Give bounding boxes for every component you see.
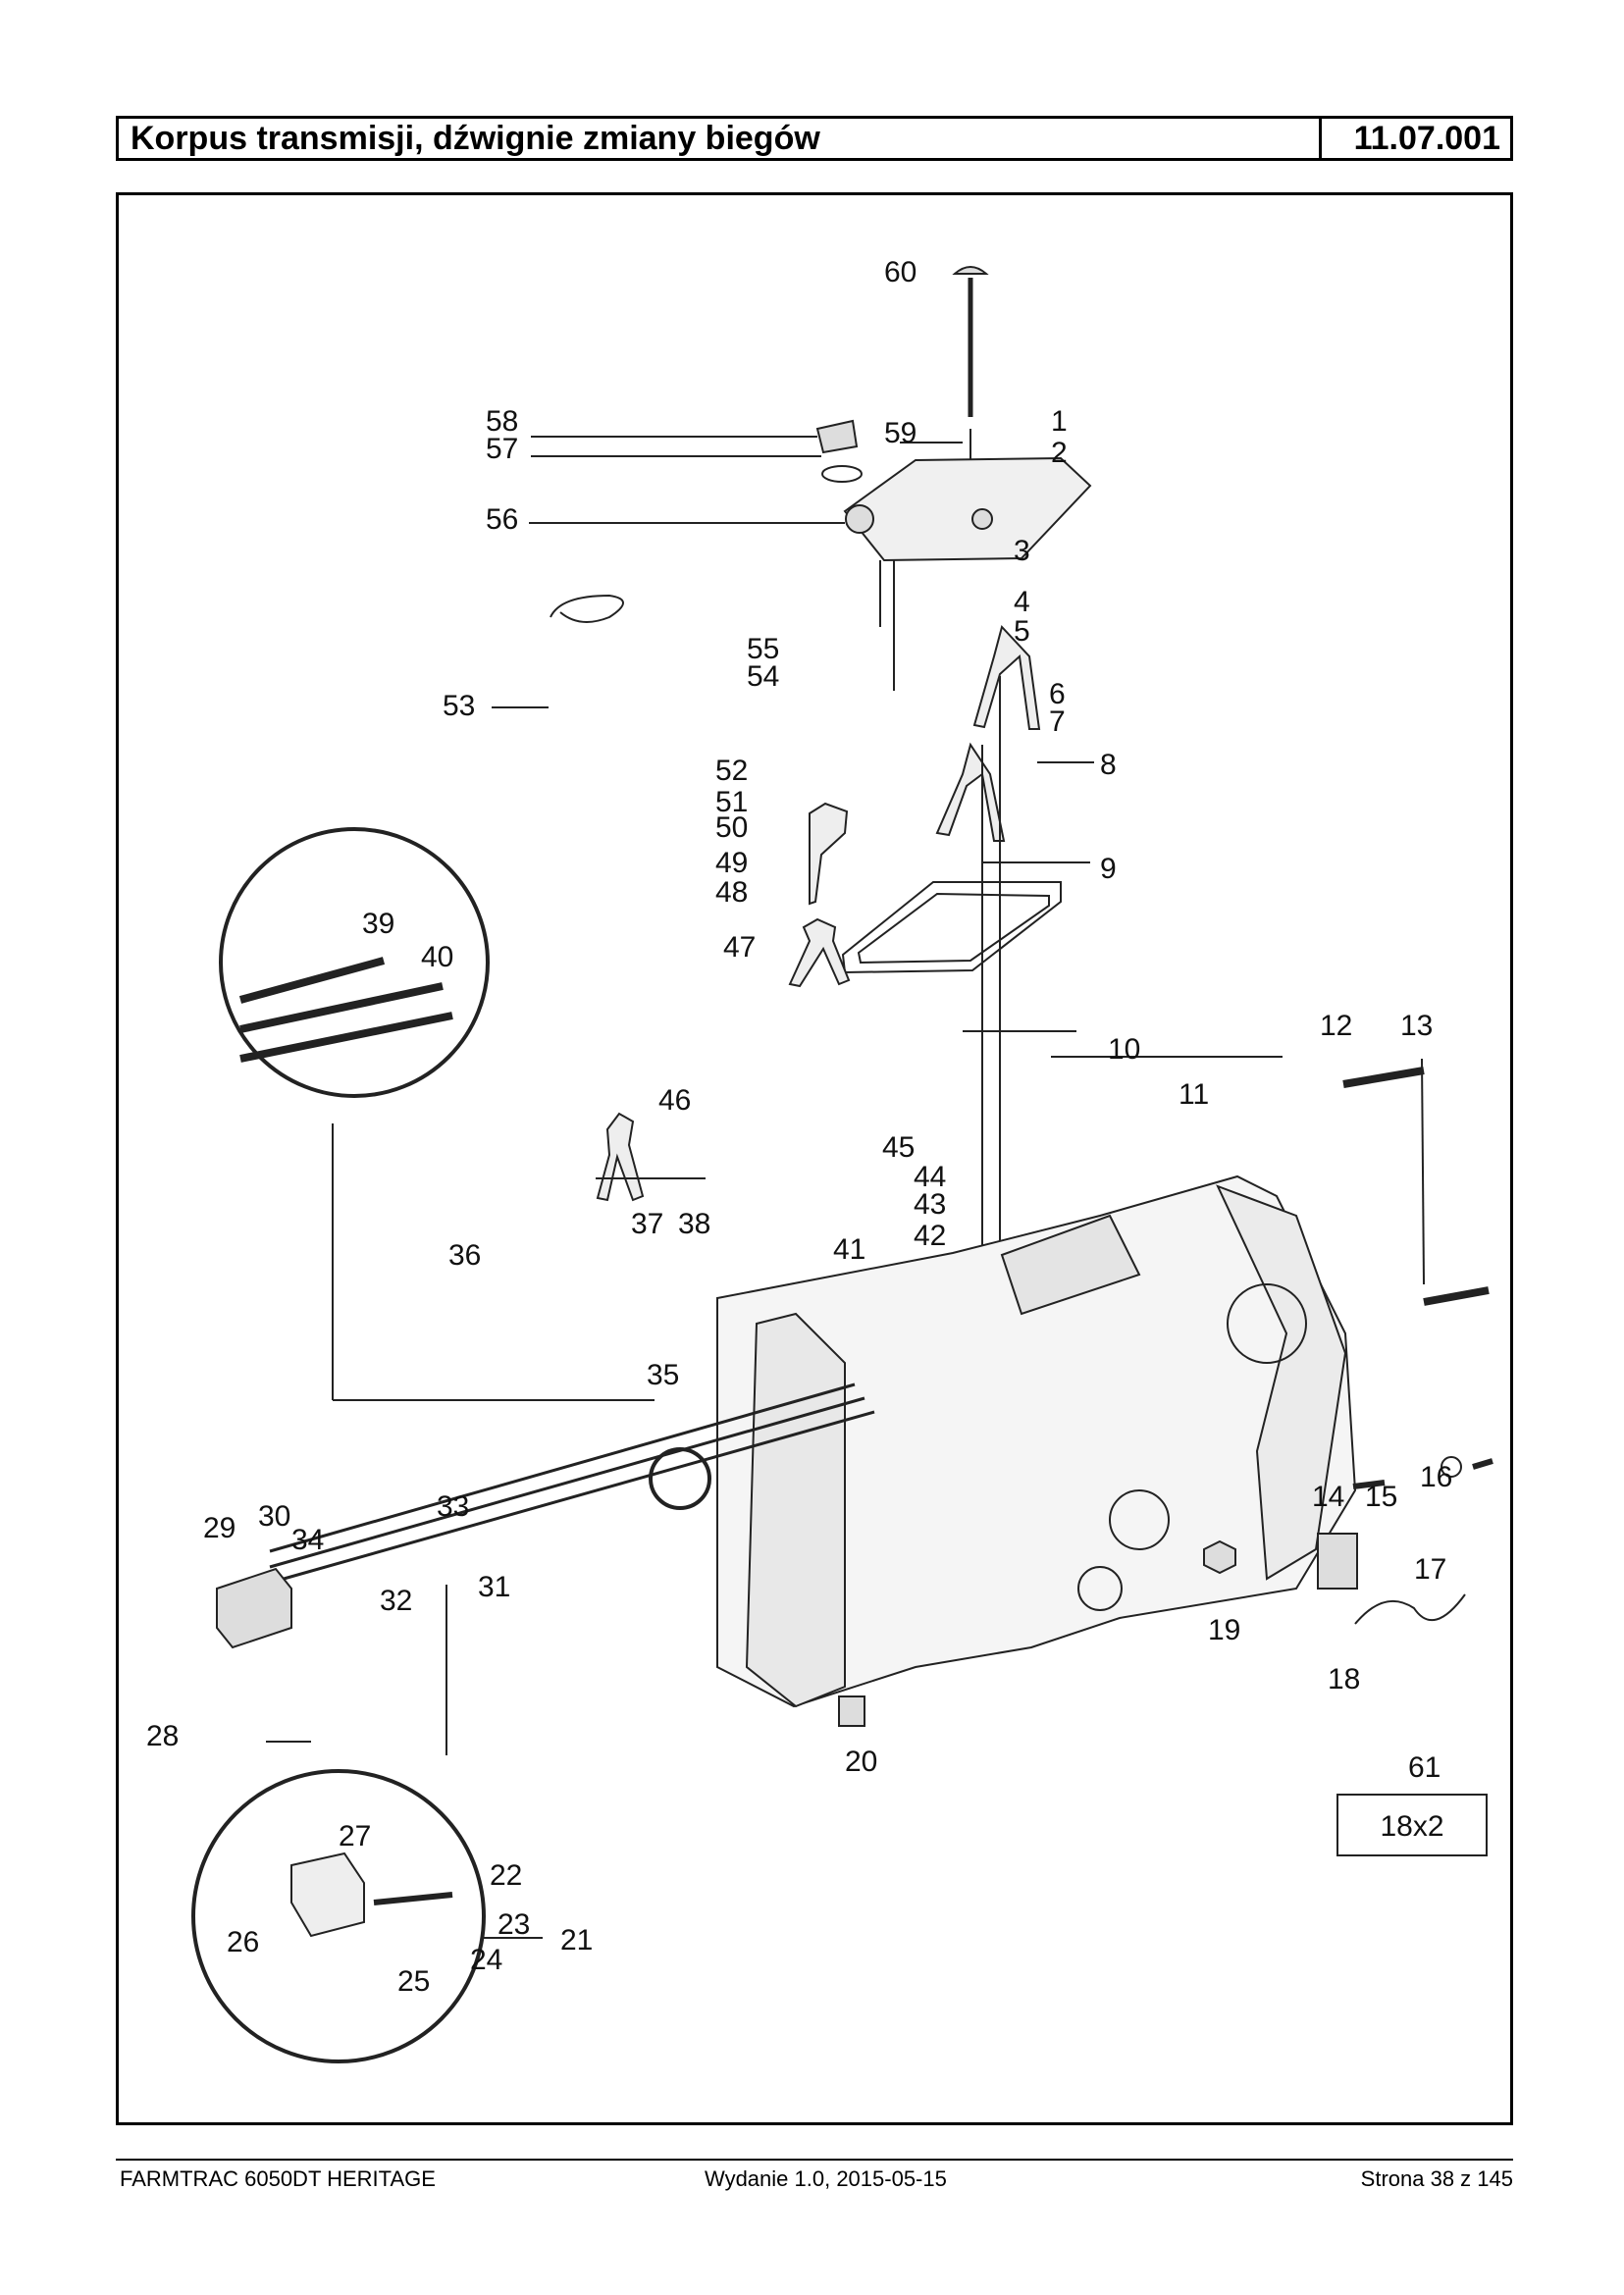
callout-43: 43 bbox=[914, 1188, 946, 1221]
callout-37: 37 bbox=[631, 1208, 663, 1240]
callout-61: 61 bbox=[1408, 1751, 1441, 1784]
callout-32: 32 bbox=[380, 1585, 412, 1617]
callout-31: 31 bbox=[478, 1571, 510, 1603]
callout-3: 3 bbox=[1014, 535, 1030, 567]
callout-36: 36 bbox=[448, 1239, 481, 1272]
kit-box-label: 18x2 bbox=[1380, 1810, 1443, 1843]
callout-35: 35 bbox=[647, 1359, 679, 1391]
callout-48: 48 bbox=[715, 876, 748, 909]
callout-22: 22 bbox=[490, 1859, 522, 1892]
callout-12: 12 bbox=[1320, 1010, 1352, 1042]
callout-14: 14 bbox=[1312, 1481, 1344, 1513]
callout-59: 59 bbox=[884, 417, 917, 449]
callout-49: 49 bbox=[715, 847, 748, 879]
callout-57: 57 bbox=[486, 433, 518, 465]
callout-58: 58 bbox=[486, 405, 518, 438]
callout-44: 44 bbox=[914, 1161, 946, 1193]
callout-55: 55 bbox=[747, 633, 779, 665]
callout-51: 51 bbox=[715, 786, 748, 818]
callout-9: 9 bbox=[1100, 853, 1117, 885]
callout-13: 13 bbox=[1400, 1010, 1433, 1042]
callout-10: 10 bbox=[1108, 1033, 1140, 1066]
callout-47: 47 bbox=[723, 931, 756, 964]
callout-25: 25 bbox=[397, 1965, 430, 1998]
callout-29: 29 bbox=[203, 1512, 236, 1544]
callout-16: 16 bbox=[1420, 1461, 1452, 1493]
callout-27: 27 bbox=[339, 1820, 371, 1852]
callout-45: 45 bbox=[882, 1131, 915, 1164]
callout-17: 17 bbox=[1414, 1553, 1446, 1586]
callout-4: 4 bbox=[1014, 586, 1030, 618]
section-code: 11.07.001 bbox=[1353, 120, 1500, 157]
callout-7: 7 bbox=[1049, 705, 1066, 738]
footer-page: Strona 38 z 145 bbox=[1360, 2166, 1513, 2191]
callout-41: 41 bbox=[833, 1233, 865, 1266]
callout-52: 52 bbox=[715, 755, 748, 787]
callout-60: 60 bbox=[884, 256, 917, 288]
callout-18: 18 bbox=[1328, 1663, 1360, 1695]
callout-11: 11 bbox=[1179, 1078, 1209, 1111]
callout-23: 23 bbox=[498, 1908, 530, 1941]
callout-56: 56 bbox=[486, 503, 518, 536]
footer-model: FARMTRAC 6050DT HERITAGE bbox=[120, 2166, 436, 2191]
callout-19: 19 bbox=[1208, 1614, 1240, 1646]
callout-40: 40 bbox=[421, 941, 453, 973]
callout-34: 34 bbox=[291, 1524, 324, 1556]
callout-5: 5 bbox=[1014, 615, 1030, 648]
callout-20: 20 bbox=[845, 1746, 877, 1778]
callout-33: 33 bbox=[437, 1490, 469, 1523]
callout-54: 54 bbox=[747, 660, 779, 693]
callout-30: 30 bbox=[258, 1500, 290, 1533]
callout-15: 15 bbox=[1365, 1481, 1397, 1513]
footer-edition: Wydanie 1.0, 2015-05-15 bbox=[705, 2166, 947, 2191]
callout-6: 6 bbox=[1049, 678, 1066, 710]
callout-1: 1 bbox=[1051, 405, 1068, 438]
callout-28: 28 bbox=[146, 1720, 179, 1752]
callout-39: 39 bbox=[362, 908, 394, 940]
callout-8: 8 bbox=[1100, 749, 1117, 781]
callout-21: 21 bbox=[560, 1924, 593, 1956]
exploded-parts-diagram: 1234567891011121314151617181920212223242… bbox=[146, 256, 1493, 2063]
page-header: Korpus transmisji, dźwignie zmiany biegó… bbox=[116, 116, 1513, 161]
callout-42: 42 bbox=[914, 1220, 946, 1252]
callout-46: 46 bbox=[658, 1084, 691, 1117]
footer-divider bbox=[116, 2159, 1513, 2161]
callout-38: 38 bbox=[678, 1208, 710, 1240]
callout-53: 53 bbox=[443, 690, 475, 722]
page-title: Korpus transmisji, dźwignie zmiany biegó… bbox=[119, 119, 1322, 158]
callout-24: 24 bbox=[470, 1944, 502, 1976]
callout-26: 26 bbox=[227, 1926, 259, 1958]
callout-50: 50 bbox=[715, 811, 748, 844]
callout-2: 2 bbox=[1051, 437, 1068, 469]
